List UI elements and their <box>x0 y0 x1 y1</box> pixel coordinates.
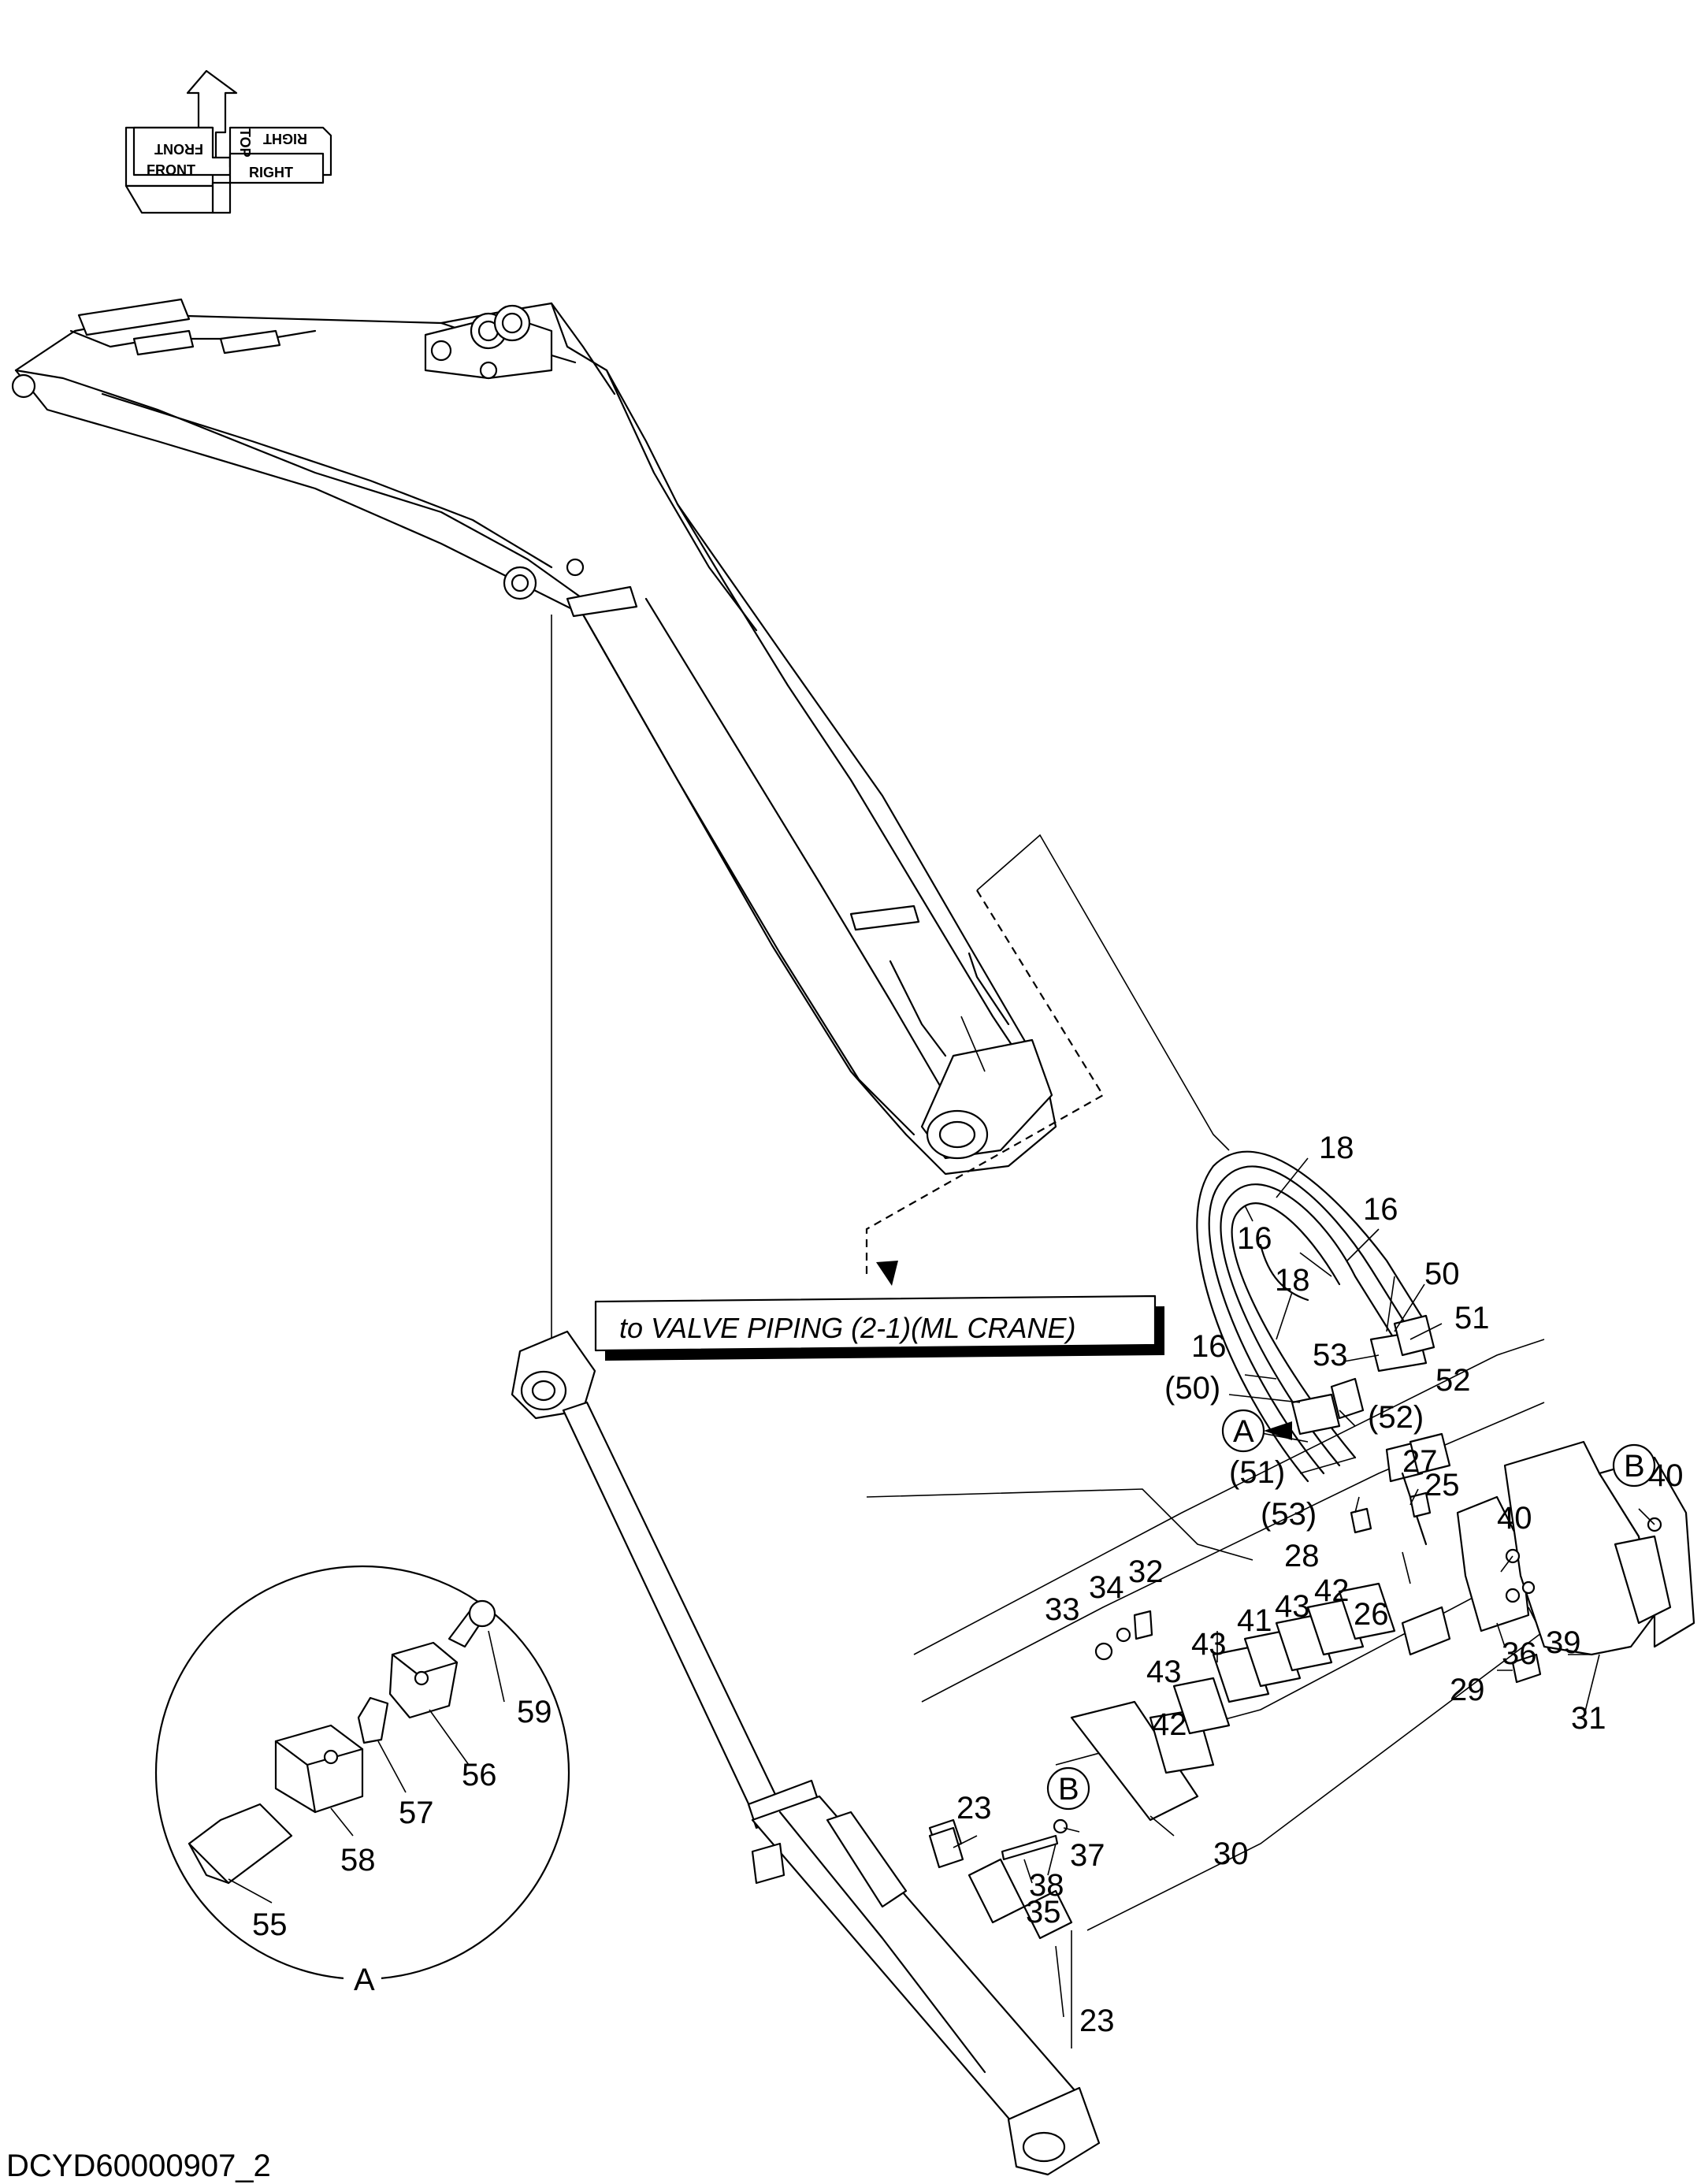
hose-assembly <box>1196 1150 1451 1546</box>
callout-35: 35 <box>1026 1895 1061 1930</box>
callout-26: 26 <box>1354 1597 1389 1632</box>
detail-a-label: A <box>354 1963 375 1997</box>
callout-33: 33 <box>1045 1592 1080 1627</box>
callout-16: 16 <box>1363 1192 1398 1227</box>
callout-37: 37 <box>1070 1838 1105 1873</box>
direction-label-front: FRONT <box>147 162 195 178</box>
callout-42: 42 <box>1152 1707 1187 1742</box>
callout-40: 40 <box>1648 1458 1684 1493</box>
view-marker-b-lower <box>1046 1766 1090 1811</box>
callout-55: 55 <box>252 1907 288 1942</box>
callout-29: 29 <box>1450 1673 1485 1707</box>
callout-32: 32 <box>1128 1554 1164 1589</box>
callout-16: 16 <box>1237 1221 1272 1256</box>
note-box-valve-piping: to VALVE PIPING (2-1)(ML CRANE) <box>594 1294 1164 1361</box>
callout-43: 43 <box>1275 1589 1310 1624</box>
callout-leaders <box>228 1157 1655 2048</box>
callout-34: 34 <box>1089 1570 1124 1605</box>
direction-label-right: RIGHT <box>249 165 293 180</box>
callout-56: 56 <box>462 1758 497 1792</box>
callout-23: 23 <box>956 1791 992 1826</box>
callout-16: 16 <box>1191 1329 1227 1364</box>
callout-58: 58 <box>340 1843 376 1878</box>
direction-label-right-mirrored: RIGHT <box>263 131 307 147</box>
view-reference-markers: A B B <box>1046 1409 1656 1811</box>
callout-50: 50 <box>1424 1257 1460 1291</box>
clamp-and-bracket-parts <box>928 1440 1695 1869</box>
callout-38: 38 <box>1029 1868 1064 1903</box>
callout-52-ref: (52) <box>1368 1400 1424 1435</box>
callout-30: 30 <box>1213 1837 1249 1871</box>
view-marker-b-upper <box>1612 1443 1656 1488</box>
callout-50-ref: (50) <box>1164 1371 1220 1406</box>
callout-27: 27 <box>1402 1444 1438 1479</box>
view-marker-a-label: A <box>1233 1414 1254 1449</box>
callout-31: 31 <box>1571 1701 1606 1736</box>
callout-42: 42 <box>1314 1573 1350 1608</box>
callout-52: 52 <box>1435 1363 1471 1398</box>
callout-18: 18 <box>1275 1263 1310 1298</box>
callout-39: 39 <box>1546 1625 1581 1660</box>
drawing-code: DCYD60000907_2 <box>6 2149 271 2183</box>
callout-51-ref: (51) <box>1229 1455 1285 1490</box>
callout-43: 43 <box>1191 1627 1227 1662</box>
callout-53-ref: (53) <box>1261 1497 1317 1532</box>
view-marker-b-lower-label: B <box>1058 1772 1079 1807</box>
direction-label-front-mirrored: FRONT <box>154 141 203 157</box>
callout-25: 25 <box>1424 1468 1460 1502</box>
callout-43: 43 <box>1146 1655 1182 1689</box>
part-callouts: 18 16 16 18 50 51 16 53 52 (50) (52) (51… <box>252 1131 1684 2038</box>
callout-53: 53 <box>1313 1338 1348 1372</box>
callout-59: 59 <box>517 1695 552 1729</box>
callout-40: 40 <box>1497 1501 1532 1536</box>
detail-view-a: A <box>154 1565 570 1997</box>
callout-28: 28 <box>1284 1539 1320 1573</box>
direction-indicator: FRONT FRONT TOP RIGHT RIGHT <box>124 69 332 214</box>
callout-51: 51 <box>1454 1301 1490 1335</box>
direction-label-top: TOP <box>237 128 253 158</box>
hydraulic-cylinder <box>511 1330 1101 2176</box>
boom-assembly <box>11 298 1057 1176</box>
callout-18: 18 <box>1319 1131 1354 1165</box>
callout-36: 36 <box>1502 1636 1537 1671</box>
callout-57: 57 <box>399 1796 434 1830</box>
view-marker-b-upper-label: B <box>1624 1449 1645 1484</box>
callout-23: 23 <box>1079 2004 1115 2038</box>
callout-41: 41 <box>1237 1603 1272 1638</box>
note-text: to VALVE PIPING (2-1)(ML CRANE) <box>619 1312 1076 1344</box>
